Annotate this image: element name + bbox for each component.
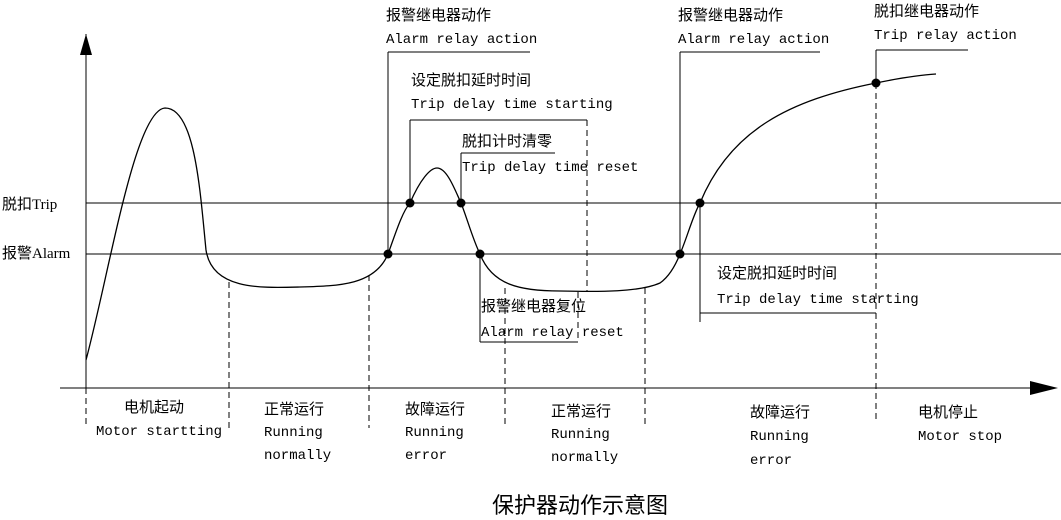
phase-5-zh: 故障运行 bbox=[750, 403, 810, 421]
alarm-label: 报警Alarm bbox=[2, 245, 71, 262]
phase-5-en2: error bbox=[750, 453, 792, 469]
trip-label: 脱扣Trip bbox=[2, 196, 57, 213]
alarm-action-1-zh: 报警继电器动作 bbox=[386, 7, 491, 24]
trip-delay-start-2-zh: 设定脱扣延时时间 bbox=[717, 265, 837, 282]
phase-2-en1: Running bbox=[264, 425, 323, 441]
y-axis-arrow-icon bbox=[80, 34, 92, 55]
phase-2-en2: normally bbox=[264, 448, 331, 464]
phase-4-en1: Running bbox=[551, 427, 610, 443]
phase-1-en1: Motor startting bbox=[96, 424, 222, 440]
phase-2-zh: 正常运行 bbox=[264, 401, 324, 418]
phase-4-zh: 正常运行 bbox=[551, 403, 611, 420]
alarm-reset-en: Alarm relay reset bbox=[481, 325, 624, 341]
phase-1-zh: 电机起动 bbox=[124, 399, 184, 416]
alarm-action-2-zh: 报警继电器动作 bbox=[678, 7, 783, 24]
phase-6-en1: Motor stop bbox=[918, 429, 1002, 445]
trip-delay-start-1-zh: 设定脱扣延时时间 bbox=[411, 72, 531, 89]
alarm-reset-zh: 报警继电器复位 bbox=[481, 297, 586, 315]
phase-4-en2: normally bbox=[551, 450, 618, 466]
x-axis-arrow-icon bbox=[1030, 381, 1058, 395]
trip-action-zh: 脱扣继电器动作 bbox=[874, 3, 979, 20]
trip-reset-zh: 脱扣计时清零 bbox=[462, 133, 552, 150]
phase-3-zh: 故障运行 bbox=[405, 400, 465, 418]
phase-5-en1: Running bbox=[750, 429, 809, 445]
trip-delay-start-1-en: Trip delay time starting bbox=[411, 97, 613, 113]
trip-action-en: Trip relay action bbox=[874, 28, 1017, 44]
current-curve bbox=[85, 73, 937, 361]
phase-3-en1: Running bbox=[405, 425, 464, 441]
trip-delay-start-2-en: Trip delay time starting bbox=[717, 292, 919, 308]
trip-reset-en: Trip delay time reset bbox=[462, 160, 638, 176]
diagram-caption: 保护器动作示意图 bbox=[492, 494, 668, 519]
phase-6-zh: 电机停止 bbox=[918, 404, 978, 421]
alarm-action-1-en: Alarm relay action bbox=[386, 32, 537, 48]
alarm-action-2-en: Alarm relay action bbox=[678, 32, 829, 48]
phase-3-en2: error bbox=[405, 448, 447, 464]
